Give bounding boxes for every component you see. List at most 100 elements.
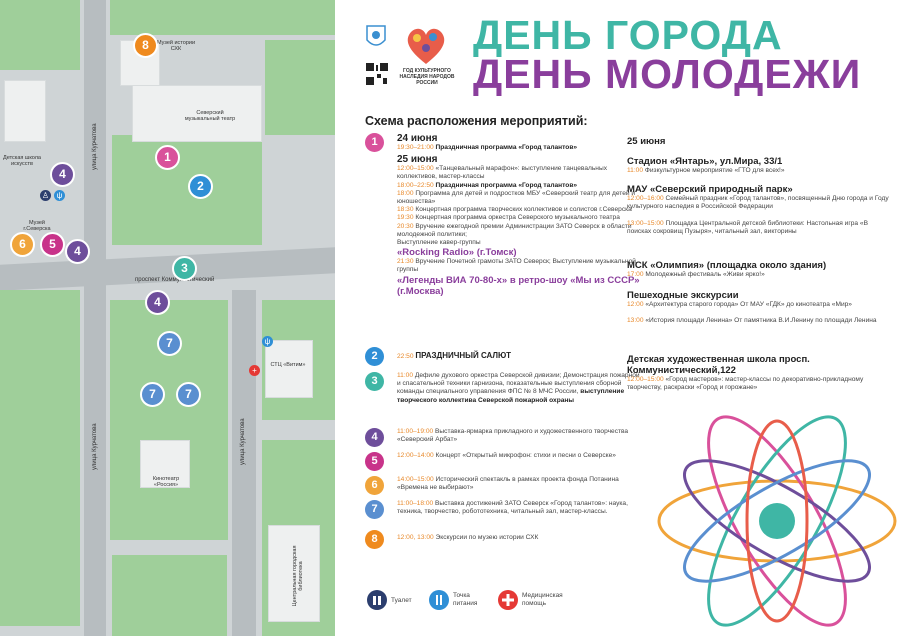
desc: Семейный праздник «Город талантов», посв… <box>627 195 889 211</box>
desc: «История площади Ленина» От памятника В.… <box>645 317 877 325</box>
event-text: 24 июня 19:30–21:00 Праздничная программ… <box>397 133 642 297</box>
time: 18:00–22:50 <box>397 181 434 189</box>
event-number: 5 <box>365 452 384 471</box>
marker-3[interactable]: 3 <box>172 256 197 281</box>
marker-8[interactable]: 8 <box>133 33 158 58</box>
desc: Площадка Центральной детской библиотеки:… <box>627 219 868 235</box>
prospekt-label: проспект Коммунистический <box>135 277 215 283</box>
venue-3: МСК «Олимпия» (площадка около здания)17:… <box>627 260 892 279</box>
col2-date: 25 июня <box>627 136 892 147</box>
legend-food: Точка питания <box>453 592 478 607</box>
marker-4[interactable]: 4 <box>145 290 170 315</box>
time: 12:00, 13:00 <box>397 534 434 541</box>
food-icon: ψ <box>54 190 65 201</box>
marker-4[interactable]: 4 <box>65 239 90 264</box>
building-library <box>268 525 320 622</box>
date: 24 июня <box>397 133 438 144</box>
building-cinema <box>140 440 190 488</box>
time: 21:30 <box>397 258 414 266</box>
time: 12:00–15:00 <box>397 165 434 173</box>
desc: Программа для детей и подростков МБУ «Се… <box>397 189 636 206</box>
museum-seversk-label: Музей г.Северска <box>23 220 51 233</box>
event-number: 3 <box>365 372 384 391</box>
date: 25 июня <box>627 136 666 147</box>
marker-5[interactable]: 5 <box>40 232 65 257</box>
time: 18:30 <box>397 206 414 214</box>
desc: Исторический спектакль в рамках проекта … <box>397 476 619 492</box>
coat-of-arms-icon <box>366 25 386 46</box>
desc: Концертная программа оркестра Северского… <box>415 214 620 222</box>
event-number: 6 <box>365 476 384 495</box>
desc: Выставка-ярмарка прикладного и художеств… <box>397 428 629 444</box>
legend-medical: Медицинская помощь <box>522 592 563 607</box>
building-stc <box>265 340 313 398</box>
park-block <box>112 555 227 636</box>
band-name: «Rocking Radio» (г.Томск) <box>397 247 517 259</box>
park-block <box>265 40 335 135</box>
time: 13:00 <box>627 317 644 325</box>
time: 17:00 <box>627 271 644 278</box>
event-number: 1 <box>365 133 384 152</box>
time: 11:00 <box>397 372 414 379</box>
building-theatre <box>132 85 262 142</box>
right-panel: ГОД КУЛЬТУРНОГО НАСЛЕДИЯ НАРОДОВ РОССИИ … <box>335 0 900 636</box>
park-block <box>0 290 80 626</box>
desc: Вручение Почетной грамоты ЗАТО Северск; … <box>397 258 636 274</box>
venue-title: Стадион «Янтарь», ул.Мира, 33/1 <box>627 156 783 167</box>
marker-7[interactable]: 7 <box>140 382 165 407</box>
art-school-label: Детская школа искусств <box>3 155 41 168</box>
desc: Дефиле духового оркестра Северской дивиз… <box>397 372 640 396</box>
marker-1[interactable]: 1 <box>155 145 180 170</box>
marker-4[interactable]: 4 <box>50 162 75 187</box>
desc: ПРАЗДНИЧНЫЙ САЛЮТ <box>415 351 511 360</box>
desc: Физкультурное мероприятие «ГТО для всех!… <box>644 167 785 174</box>
time: 11:00–18:00 <box>397 500 434 507</box>
marker-6[interactable]: 6 <box>10 232 35 257</box>
marker-2[interactable]: 2 <box>188 174 213 199</box>
food-icon <box>429 590 449 610</box>
street-label: улица Курчатова <box>240 418 246 465</box>
event-text: 11:00–18:00 Выставка достижений ЗАТО Сев… <box>397 500 642 516</box>
toilet-icon: ♙ <box>40 190 51 201</box>
band-name: «Легенды ВИА 70-80-х» в ретро-шоу «Мы из… <box>397 274 640 297</box>
desc: выступление творческого коллектива Север… <box>397 388 625 404</box>
time: 11:00–19:00 <box>397 428 434 435</box>
desc: Выступление кавер-группы <box>397 239 481 247</box>
street-label: улица Курчатова <box>92 423 98 470</box>
desc: Праздничная программа «Город талантов» <box>435 181 578 189</box>
desc: Выставка достижений ЗАТО Северск «Город … <box>397 500 628 516</box>
toilet-icon <box>367 590 387 610</box>
event-number: 4 <box>365 428 384 447</box>
time: 18:00 <box>397 189 414 197</box>
time: 12:00–15:00 <box>627 376 664 383</box>
venue-title: МАУ «Северский природный парк» <box>627 184 793 195</box>
heritage-heart-icon <box>407 28 445 64</box>
schedule-title: Схема расположения мероприятий: <box>365 114 588 128</box>
time: 13:00–15:00 <box>627 219 664 227</box>
medical-icon: + <box>249 365 260 376</box>
time: 11:00 <box>627 167 644 174</box>
desc: «Архитектура старого города» От МАУ «ГДК… <box>645 301 852 308</box>
stc-label: СТЦ «Витим» <box>270 362 306 368</box>
road-kurchatova <box>84 0 106 636</box>
event-text: 12:00, 13:00 Экскурсии по музею истории … <box>397 534 642 542</box>
date: 25 июня <box>397 154 438 166</box>
time: 19:30–21:00 <box>397 144 434 151</box>
medical-icon <box>498 590 518 610</box>
legend-toilet: Туалет <box>391 597 412 604</box>
venue-title: МСК «Олимпия» (площадка около здания) <box>627 260 827 271</box>
park-block <box>110 0 335 35</box>
desc: Молодежный фестиваль «Живи ярко!» <box>645 271 765 278</box>
time: 12:00–14:00 <box>397 452 434 459</box>
venue-title: Пешеходные экскурсии <box>627 290 739 301</box>
desc: Вручение ежегодной премии Администрации … <box>397 222 632 238</box>
museum-label: Музей истории СХК <box>156 40 196 53</box>
park-block <box>112 135 262 245</box>
marker-7[interactable]: 7 <box>157 331 182 356</box>
marker-7[interactable]: 7 <box>176 382 201 407</box>
title-line-1: ДЕНЬ ГОРОДА <box>473 12 783 58</box>
time: 19:30 <box>397 214 414 222</box>
